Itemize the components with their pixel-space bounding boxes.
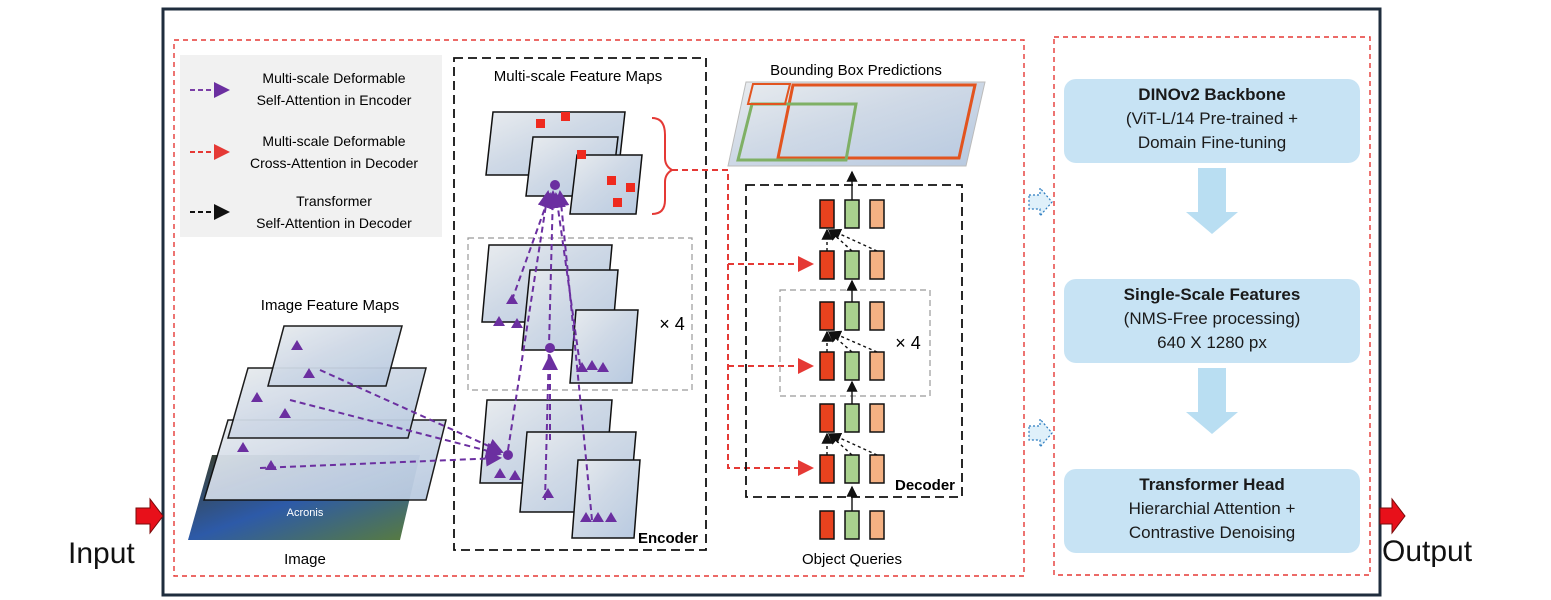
encoder-sample-points <box>493 294 617 522</box>
pipeline-title-features: Single-Scale Features <box>1123 285 1301 304</box>
bbox-red-1 <box>776 83 977 160</box>
pipeline-flow-arrows <box>1186 168 1238 434</box>
decoder-token-rows <box>819 199 885 540</box>
decoder-cross-attention-arrows <box>672 169 814 476</box>
legend-1-line2: Self-Attention in Encoder <box>257 92 412 108</box>
bbox-green <box>736 102 858 162</box>
encoder-label: Encoder <box>638 530 698 547</box>
decoder-self-attention-arrows <box>821 170 878 511</box>
enc-top-map-3 <box>569 154 643 215</box>
bbox-prediction-image <box>727 81 986 167</box>
pipeline-line1-features: (NMS-Free processing) <box>1123 309 1301 328</box>
decoder-repeat-label: × 4 <box>895 333 921 353</box>
outer-frame <box>161 7 1382 597</box>
decoder-box <box>745 184 963 498</box>
pipeline-box-features: Single-Scale Features (NMS-Free processi… <box>1064 279 1360 363</box>
decoder-label: Decoder <box>895 477 955 494</box>
encoder-repeat-label: × 4 <box>659 314 685 334</box>
pipeline-line1-head: Hierarchial Attention + <box>1128 499 1296 518</box>
input-label: Input <box>68 537 135 570</box>
connector-arrows <box>1028 186 1053 449</box>
legend-3-line2: Self-Attention in Decoder <box>256 215 412 231</box>
encoder-repeat-box <box>467 237 693 391</box>
enc-query-point-bot <box>503 450 513 460</box>
pipeline-box-head: Transformer Head Hierarchial Attention +… <box>1064 469 1360 553</box>
input-arrow <box>135 497 164 535</box>
feature-map-level-1 <box>267 325 403 387</box>
scale-brace <box>651 117 675 215</box>
legend-2-line2: Cross-Attention in Decoder <box>250 155 418 171</box>
legend-3-line1: Transformer <box>296 193 372 209</box>
legend-1-line1: Multi-scale Deformable <box>262 70 405 86</box>
image-feature-maps-label: Image Feature Maps <box>261 297 399 314</box>
sampling-points-red <box>536 112 635 207</box>
enc-query-point-top <box>550 180 560 190</box>
output-label: Output <box>1382 535 1473 568</box>
enc-query-point-mid <box>545 343 555 353</box>
encoder-self-attention-arrows <box>259 190 593 521</box>
object-queries-label: Object Queries <box>802 551 902 568</box>
bbox-red-2 <box>746 83 792 105</box>
pipeline-box-backbone: DINOv2 Backbone (ViT-L/14 Pre-trained + … <box>1064 79 1360 163</box>
pipeline-region <box>1053 36 1371 576</box>
pipeline-title-head: Transformer Head <box>1139 475 1285 494</box>
pipeline-line2-features: 640 X 1280 px <box>1157 333 1267 352</box>
multiscale-feature-maps-label: Multi-scale Feature Maps <box>494 68 662 85</box>
pipeline-title-backbone: DINOv2 Backbone <box>1138 85 1286 104</box>
pipeline-line2-head: Contrastive Denoising <box>1128 523 1296 542</box>
pipeline-line1-backbone: (ViT-L/14 Pre-trained + <box>1125 109 1299 128</box>
thumb-brand-text: Acronis <box>287 507 324 519</box>
encoder-box <box>453 57 707 551</box>
image-label: Image <box>284 551 326 568</box>
output-arrow <box>1379 497 1406 535</box>
bbox-predictions-label: Bounding Box Predictions <box>770 62 942 79</box>
enc-bot-map-3 <box>571 459 641 539</box>
deformable-detr-region <box>173 39 1025 577</box>
legend-2-line1: Multi-scale Deformable <box>262 133 405 149</box>
enc-mid-map-3 <box>569 309 639 384</box>
pipeline-line2-backbone: Domain Fine-tuning <box>1137 133 1287 152</box>
